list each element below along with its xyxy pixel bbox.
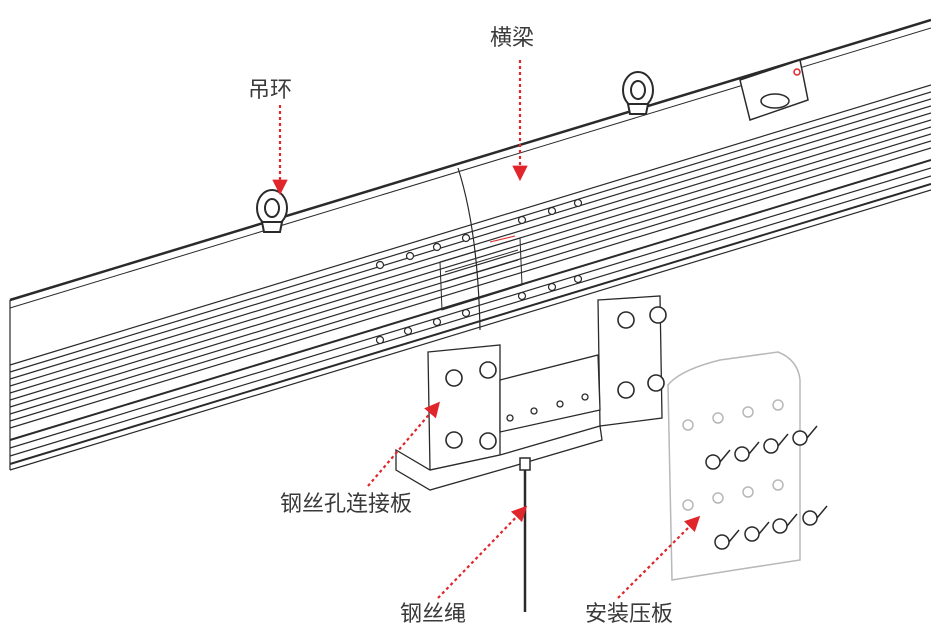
lifting-ring-right [622,71,654,115]
callout-arrows [272,60,701,599]
wire-hole-plate-label: 钢丝孔连接板 [280,492,413,517]
loose-screws [705,425,828,550]
beam-end-cap [739,59,809,121]
pressure-plate-label: 安装压板 [585,602,674,627]
beam-bolt-holes [375,198,583,345]
beam [9,18,931,471]
wire-rope [519,457,531,612]
pressure-plate [667,351,801,581]
beam-label: 横梁 [490,26,535,51]
wire-callout-arrow [437,505,528,599]
wire-rope-label: 钢丝绳 [400,602,467,627]
lifting-ring-label: 吊环 [248,78,293,103]
joint-connector [439,235,523,311]
plate-screws [445,306,667,450]
lifting-ring-left [256,189,288,233]
press-callout-arrow [617,515,701,599]
